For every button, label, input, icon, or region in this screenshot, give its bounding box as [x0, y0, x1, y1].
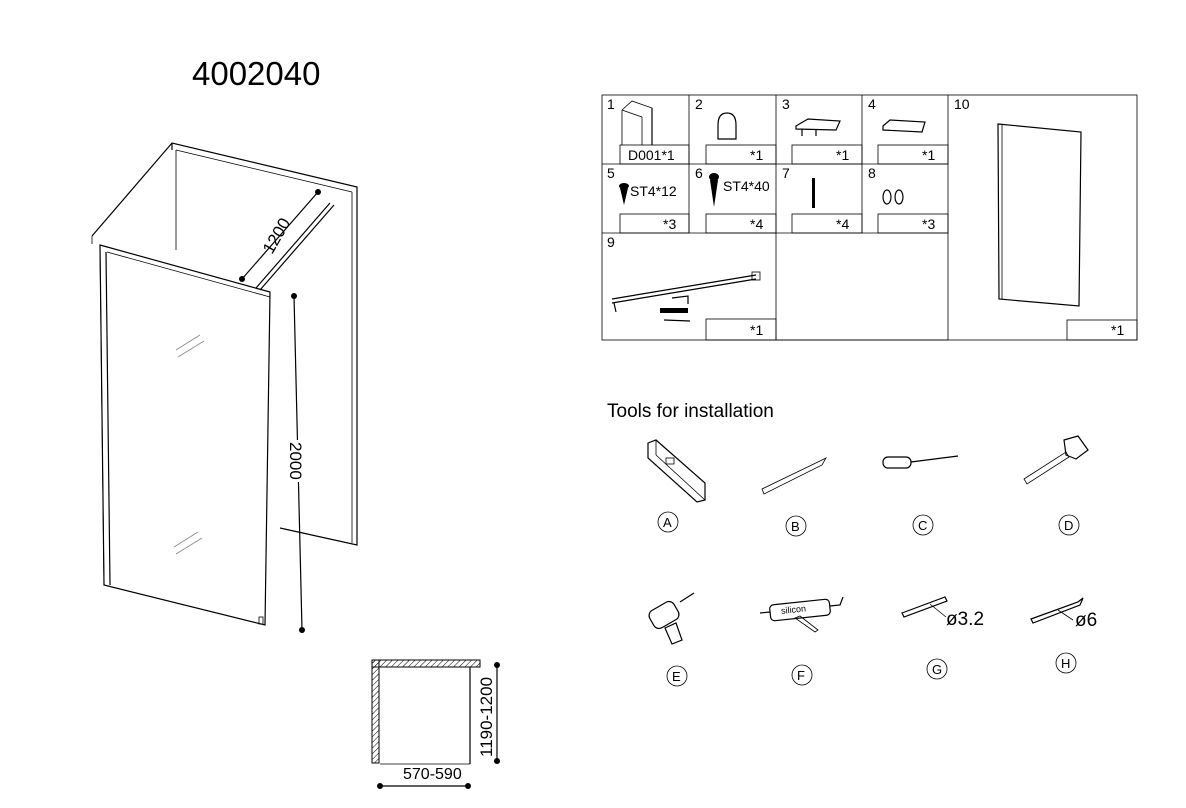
plan-view: 1190-1200 570-590	[371, 659, 500, 789]
part-number: 1	[607, 96, 615, 112]
tool-f: silicon F	[759, 596, 844, 686]
part-number: 9	[607, 234, 615, 250]
tool-d: D	[1023, 435, 1089, 536]
tool-letter: C	[918, 518, 927, 533]
tool-c: C	[882, 455, 959, 536]
part-number: 6	[695, 165, 703, 181]
part-8: 8 *3	[868, 165, 949, 234]
part-number: 4	[868, 96, 876, 112]
tool-letter: H	[1061, 656, 1070, 671]
tool-letter: A	[663, 515, 672, 530]
drill-icon	[648, 592, 695, 645]
part-7: 7 *4	[782, 165, 863, 234]
part-quantity: *1	[922, 147, 935, 163]
tool-a: A	[647, 439, 706, 533]
shower-wall-drawing: 1200 2000	[91, 142, 358, 633]
tool-h: ø6 H	[1030, 597, 1097, 674]
tool-g: ø3.2 G	[901, 596, 984, 680]
wall-outline	[91, 142, 358, 546]
part-quantity: *3	[922, 216, 935, 232]
silicone-gun-icon: silicon	[759, 596, 844, 633]
part-5: 5 ST4*12 *3	[607, 165, 690, 234]
tool-letter: B	[791, 519, 800, 534]
tool-letter: G	[932, 662, 942, 677]
drill-bit-icon	[1030, 597, 1084, 624]
tools-heading: Tools for installation	[607, 401, 774, 422]
bit-size-label: ø6	[1075, 610, 1097, 631]
drill-bit-icon	[901, 596, 948, 618]
plan-depth-dimension: 1190-1200	[477, 677, 496, 757]
stabilizer-bar	[255, 202, 331, 289]
tool-letter: F	[797, 668, 805, 683]
plan-width-dimension: 570-590	[403, 766, 462, 783]
part-quantity: *1	[750, 147, 763, 163]
tool-b: B	[761, 457, 828, 537]
spirit-level-icon	[647, 439, 706, 503]
part-number: 8	[868, 165, 876, 181]
part-quantity: *4	[750, 216, 763, 232]
screw-spec: ST4*12	[630, 183, 677, 199]
part-10: 10 *1	[954, 96, 1138, 341]
part-quantity: *1	[1111, 322, 1124, 338]
part-quantity: *3	[663, 216, 676, 232]
part-3: 3 *1	[782, 96, 863, 165]
part-quantity: *1	[750, 322, 763, 338]
part-number: 3	[782, 96, 790, 112]
screwdriver-icon	[882, 455, 959, 469]
part-number: 2	[695, 96, 703, 112]
tool-letter: D	[1064, 518, 1073, 533]
hammer-icon	[1023, 435, 1089, 485]
bit-size-label: ø3.2	[946, 609, 984, 630]
height-dimension: 2000	[286, 442, 305, 480]
part-4: 4 *1	[868, 96, 949, 165]
model-number: 4002040	[192, 55, 320, 92]
parts-table: 1 D001*1 2 *1 3 *1 4 *1 5	[601, 94, 1138, 341]
part-quantity: *4	[836, 216, 849, 232]
tool-e: E	[648, 592, 695, 687]
part-2: 2 *1	[695, 96, 777, 165]
part-1: 1 D001*1	[607, 96, 690, 165]
part-number: 5	[607, 165, 615, 181]
part-number: 10	[954, 96, 970, 112]
pencil-icon	[761, 457, 828, 495]
part-number: 7	[782, 165, 790, 181]
part-6: 6 ST4*40 *4	[695, 165, 777, 234]
screw-spec: ST4*40	[723, 178, 770, 194]
glass-panel	[99, 244, 271, 626]
part-quantity: D001*1	[628, 147, 675, 163]
part-9: 9 *1	[607, 234, 777, 341]
silicon-label: silicon	[781, 603, 807, 616]
part-quantity: *1	[836, 147, 849, 163]
tool-letter: E	[672, 669, 681, 684]
